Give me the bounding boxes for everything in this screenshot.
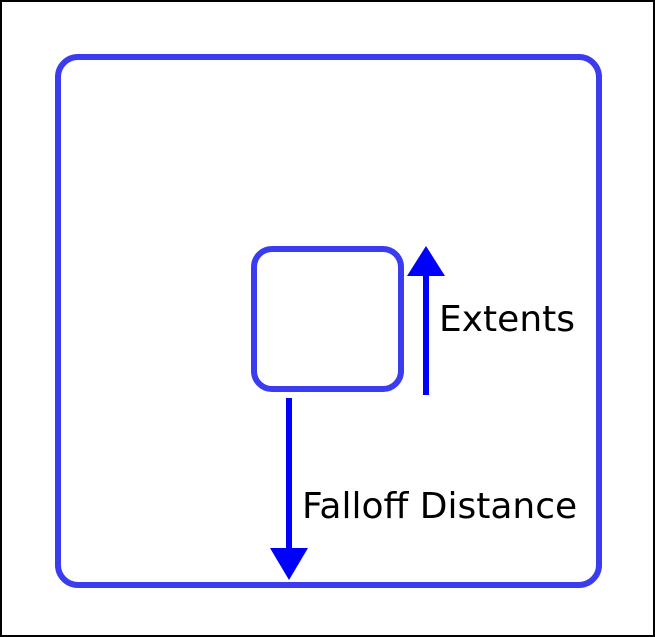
extents-arrow bbox=[407, 246, 445, 395]
outer-falloff-box bbox=[55, 54, 602, 588]
falloff-distance-arrow bbox=[270, 398, 308, 580]
inner-extents-box bbox=[251, 246, 404, 392]
falloff-distance-label: Falloff Distance bbox=[302, 486, 578, 527]
extents-label: Extents bbox=[439, 299, 576, 340]
